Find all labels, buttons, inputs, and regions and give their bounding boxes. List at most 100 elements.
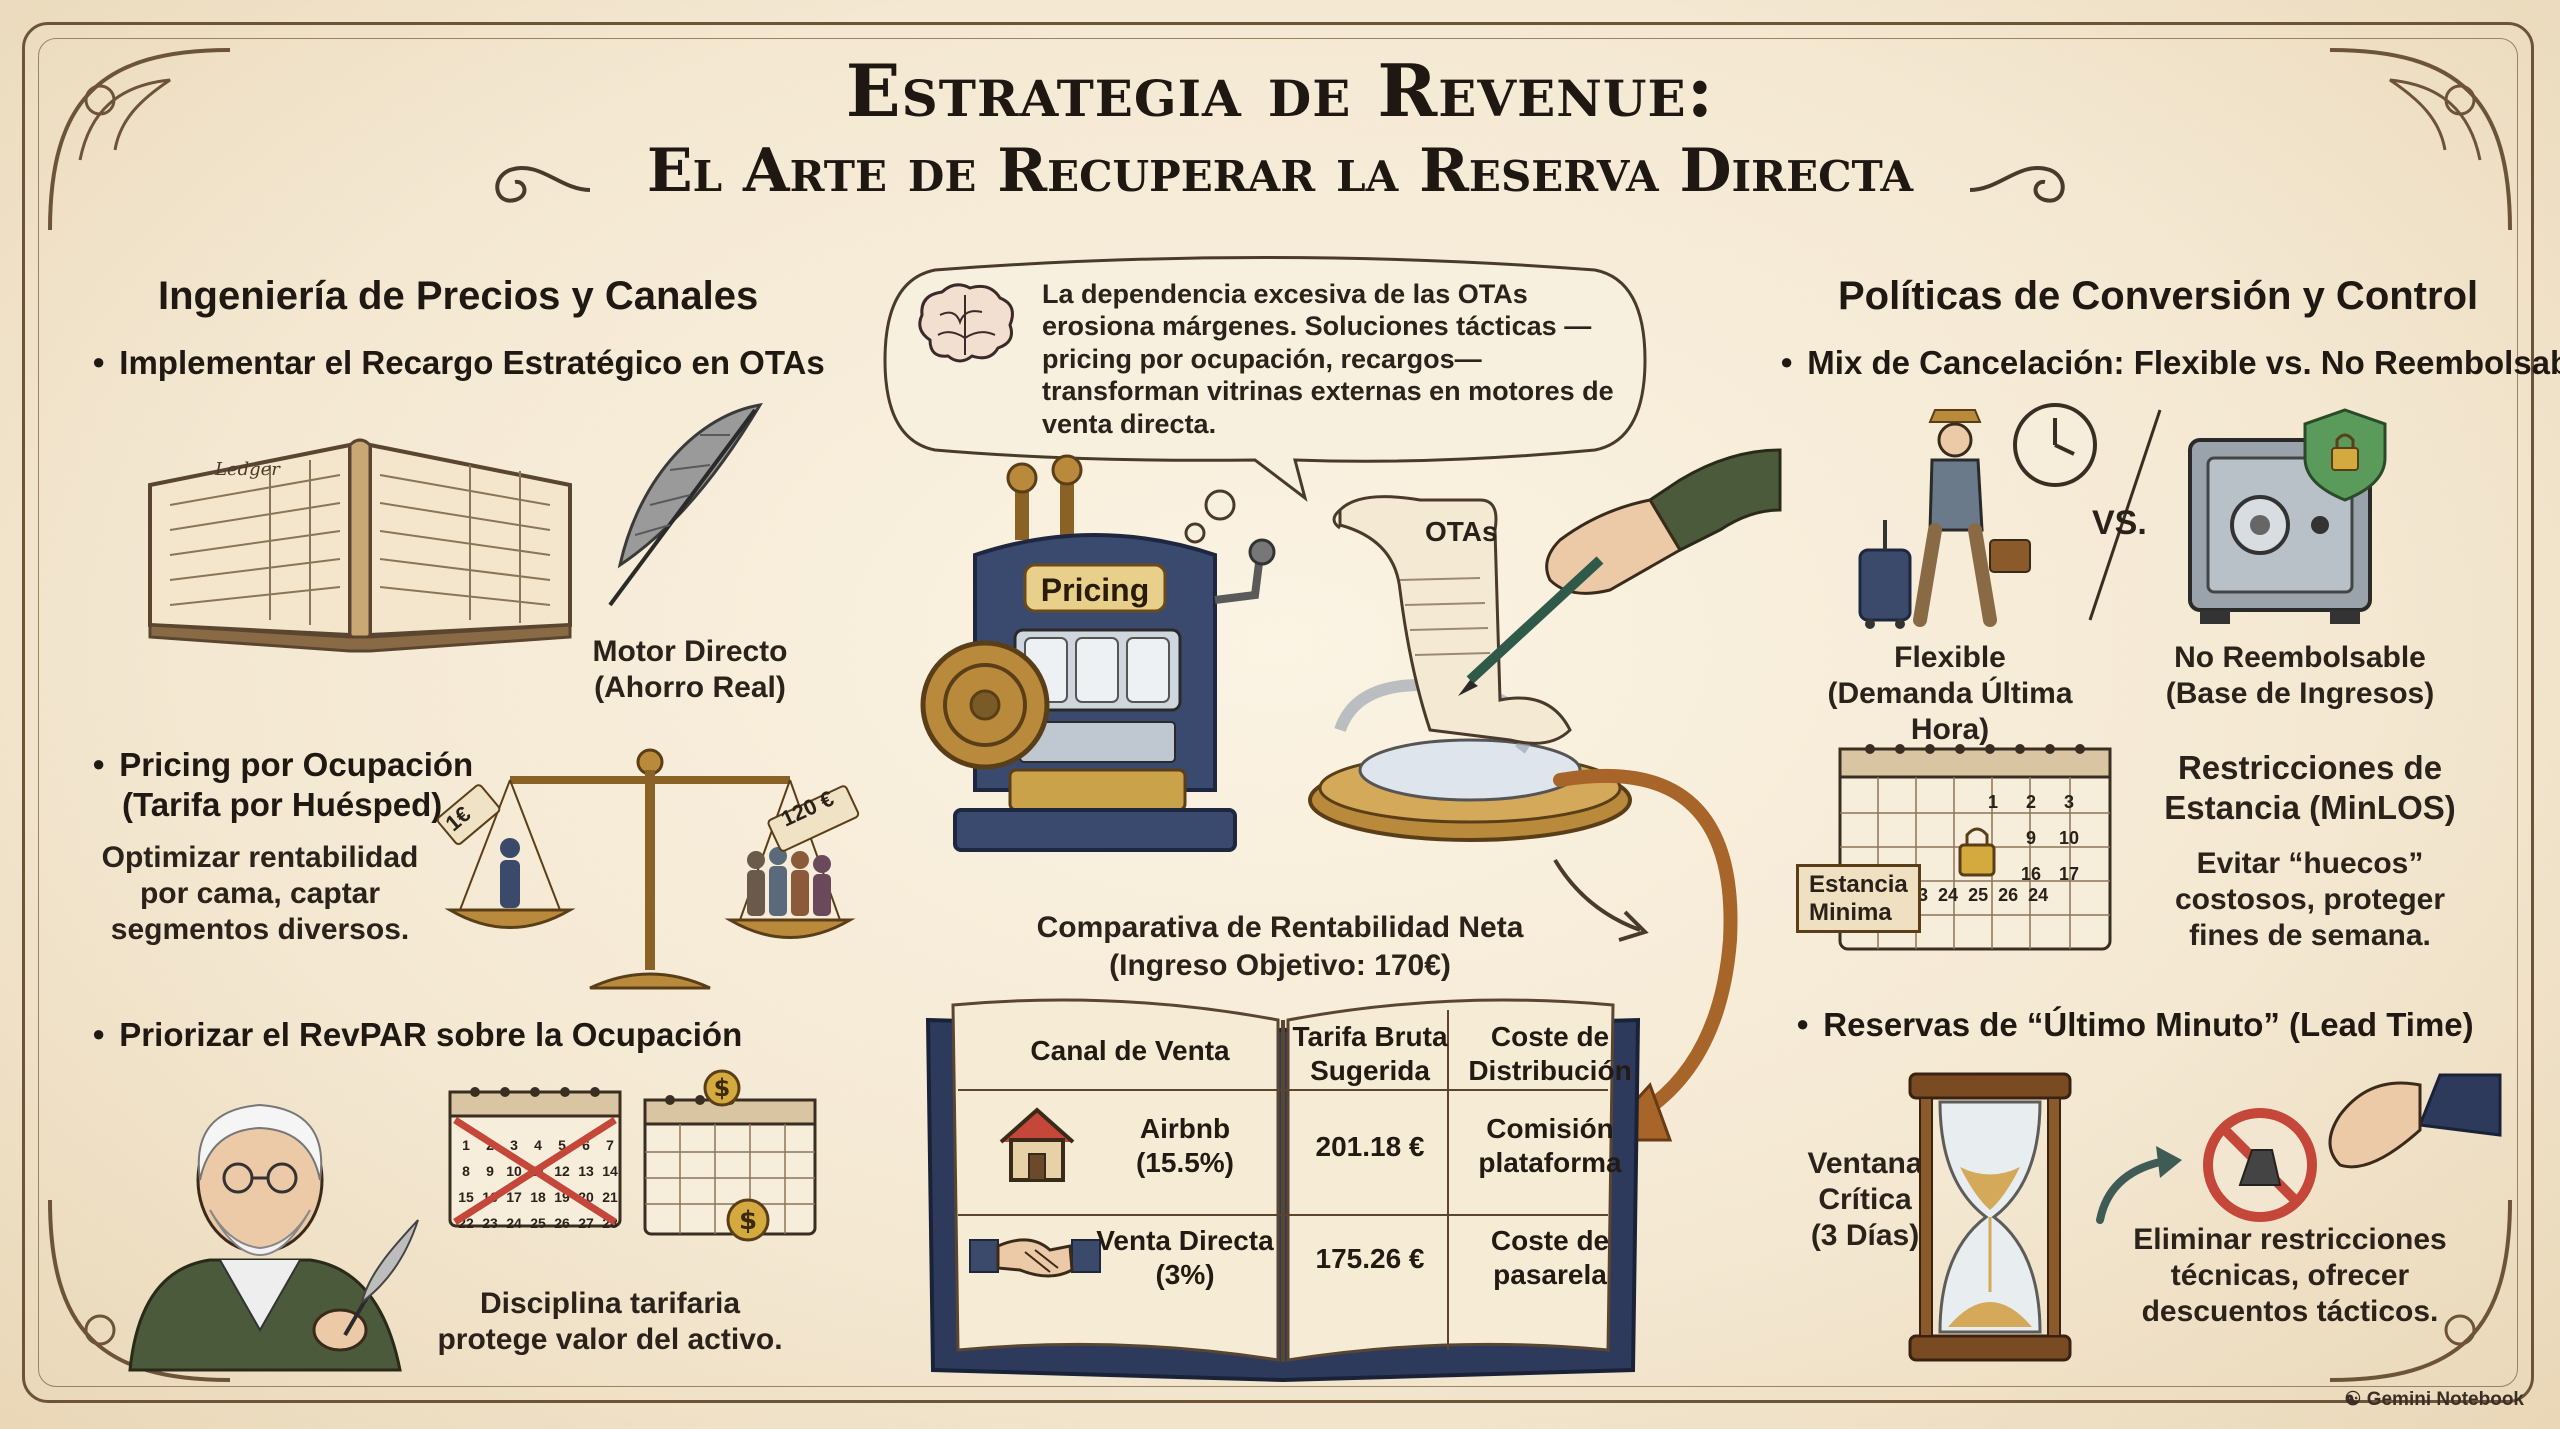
occupancy-description: Optimizar rentabilidad por cama, captar … xyxy=(101,841,419,946)
calendar-day-number: 6 xyxy=(582,1137,590,1153)
minlos-calendar-days: 1 2 3 9 10 16 17 xyxy=(1974,792,2114,885)
comparison-title: Comparativa de Rentabilidad Neta xyxy=(1036,911,1524,944)
occupancy-subtitle-text: (Tarifa por Huésped) xyxy=(122,786,443,823)
calendar-day-number: 9 xyxy=(486,1163,494,1179)
cal-day: 16 xyxy=(2020,864,2042,884)
left-bullet-occupancy-subtitle: (Tarifa por Huésped) xyxy=(122,786,442,824)
calendar-day-number: 21 xyxy=(602,1189,618,1205)
single-guest-icon xyxy=(500,838,520,908)
cal-day: 24 xyxy=(1938,885,1959,905)
row-airbnb-canal: Airbnb (15.5%) xyxy=(1135,1113,1235,1178)
calendar-day-number: 25 xyxy=(530,1215,546,1231)
row-directa-coste: Coste de pasarela xyxy=(1490,1225,1610,1290)
flourish-top-right-icon xyxy=(2329,48,2512,231)
bubble-text: La dependencia excesiva de las OTAs eros… xyxy=(1042,279,1614,439)
left-section-heading: Ingeniería de Precios y Canales xyxy=(158,274,759,318)
small-curved-arrow-icon xyxy=(1553,858,1649,942)
title-ornament-right-icon xyxy=(1969,166,2065,203)
cal-day: 2 xyxy=(2025,792,2036,812)
otas-scroll-label: OTAs xyxy=(1425,516,1498,547)
money-calendar-icon: $ $ xyxy=(643,1069,817,1242)
right-section-heading: Políticas de Conversión y Control xyxy=(1838,274,2479,318)
ventana-critica-label: Ventana Crítica (3 Días) xyxy=(1807,1147,1923,1252)
table-header-coste: Coste de Distribución xyxy=(1468,1021,1632,1086)
title-ornament-left-icon xyxy=(495,166,591,203)
ledger-label: Ledger xyxy=(214,459,281,480)
safe-with-shield-icon xyxy=(2188,408,2387,624)
watermark: ☯ Gemini Notebook xyxy=(2344,1388,2524,1411)
calendar-day-number: 17 xyxy=(506,1189,522,1205)
restricciones-description: Evitar “huecos” costosos, proteger fines… xyxy=(2174,847,2446,952)
calendar-day-number: 8 xyxy=(462,1163,470,1179)
hand-removing-restriction-icon xyxy=(2203,1073,2502,1222)
minlos-calendar-bottom-row: 23 24 25 26 24 xyxy=(1908,885,2128,906)
flourish-bottom-left-icon xyxy=(48,1199,231,1382)
calendar-day-number: 12 xyxy=(554,1163,570,1179)
decorative-frame-inner xyxy=(38,38,2518,1387)
cal-day: 9 xyxy=(2025,828,2036,848)
cal-day: 1 xyxy=(1987,792,1998,812)
calendar-day-number: 26 xyxy=(554,1215,570,1231)
comparison-subtitle: (Ingreso Objetivo: 170€) xyxy=(1109,949,1451,982)
left-bullet-surcharge: Implementar el Recargo Estratégico en OT… xyxy=(92,344,824,382)
flourish-top-left-icon xyxy=(48,48,231,231)
page-title: Estrategia de Revenue: xyxy=(845,48,1715,133)
cal-day: 17 xyxy=(2058,864,2080,884)
calendar-day-number: 4 xyxy=(534,1137,542,1153)
calendar-day-number: 3 xyxy=(510,1137,518,1153)
pricing-machine-icon xyxy=(920,454,1276,852)
cal-day: 10 xyxy=(2058,828,2080,848)
eliminar-description: Eliminar restricciones técnicas, ofrecer… xyxy=(2133,1223,2447,1328)
watermark-icon: ☯ xyxy=(2344,1389,2367,1410)
handshake-icon xyxy=(969,1238,1101,1278)
old-man-writer-icon xyxy=(128,1103,419,1372)
row-airbnb-tarifa: 201.18 € xyxy=(1315,1131,1425,1162)
divider-slash-icon xyxy=(2088,409,2162,621)
page-subtitle: El Arte de Recuperar la Reserva Directa xyxy=(646,136,1914,206)
hourglass-icon xyxy=(1908,1072,2072,1362)
table-header-tarifa: Tarifa Bruta Sugerida xyxy=(1292,1021,1448,1086)
estancia-minima-tag: Estancia Minima xyxy=(1796,864,1921,934)
calendar-day-number: 27 xyxy=(578,1215,594,1231)
house-icon xyxy=(999,1107,1075,1182)
traveler-with-luggage-icon xyxy=(1858,409,2031,629)
right-bullet-cancellation: Mix de Cancelación: Flexible vs. No Reem… xyxy=(1780,344,2560,382)
curved-arrow-small-icon xyxy=(2096,1146,2182,1224)
balance-scale-icon xyxy=(436,748,860,990)
svg-text:$: $ xyxy=(714,1074,731,1102)
no-reembolsable-label: No Reembolsable (Base de Ingresos) xyxy=(2165,641,2435,710)
decorative-frame xyxy=(22,22,2534,1403)
brain-icon xyxy=(918,283,1014,363)
flourish-bottom-right-icon xyxy=(2329,1199,2512,1382)
calendar-day-number: 13 xyxy=(578,1163,594,1179)
calendar-day-number: 1 xyxy=(462,1137,470,1153)
crossed-calendar-icon: 1234567891011121314151617181920212223242… xyxy=(448,1087,622,1231)
cal-day: 26 xyxy=(1998,885,2019,905)
quill-feather-icon xyxy=(608,402,763,607)
cal-day: 25 xyxy=(1968,885,1989,905)
clock-icon xyxy=(2013,403,2097,487)
right-bullet-last-minute: Reservas de “Último Minuto” (Lead Time) xyxy=(1796,1006,2473,1044)
pricing-label: Pricing xyxy=(1040,572,1150,608)
row-directa-canal: Venta Directa (3%) xyxy=(1096,1225,1274,1290)
calendar-day-number: 10 xyxy=(506,1163,522,1179)
revpar-description: Disciplina tarifaria protege valor del a… xyxy=(437,1287,783,1356)
calendar-day-number: 24 xyxy=(506,1215,522,1231)
restricciones-title: Restricciones de Estancia (MinLOS) xyxy=(2164,749,2456,826)
left-bullet-revpar: Priorizar el RevPAR sobre la Ocupación xyxy=(92,1016,742,1054)
flexible-label: Flexible (Demanda Última Hora) xyxy=(1827,641,2073,746)
table-header-canal: Canal de Venta xyxy=(1030,1035,1230,1066)
watermark-text: Gemini Notebook xyxy=(2366,1389,2524,1410)
ledger-book-icon: Ledger xyxy=(148,438,572,653)
calendar-day-number: 18 xyxy=(530,1189,546,1205)
vs-label: VS. xyxy=(2092,504,2147,542)
calendar-day-number: 14 xyxy=(602,1163,618,1179)
group-guests-icon xyxy=(747,847,831,916)
thought-bubble xyxy=(883,256,1647,544)
row-directa-tarifa: 175.26 € xyxy=(1315,1243,1425,1274)
motor-directo-label: Motor Directo (Ahorro Real) xyxy=(592,635,788,704)
left-bullet-occupancy-pricing: Pricing por Ocupación xyxy=(92,746,473,784)
cal-day: 24 xyxy=(2028,885,2049,905)
row-airbnb-coste: Comisión plataforma xyxy=(1478,1113,1622,1178)
svg-text:$: $ xyxy=(739,1206,757,1236)
